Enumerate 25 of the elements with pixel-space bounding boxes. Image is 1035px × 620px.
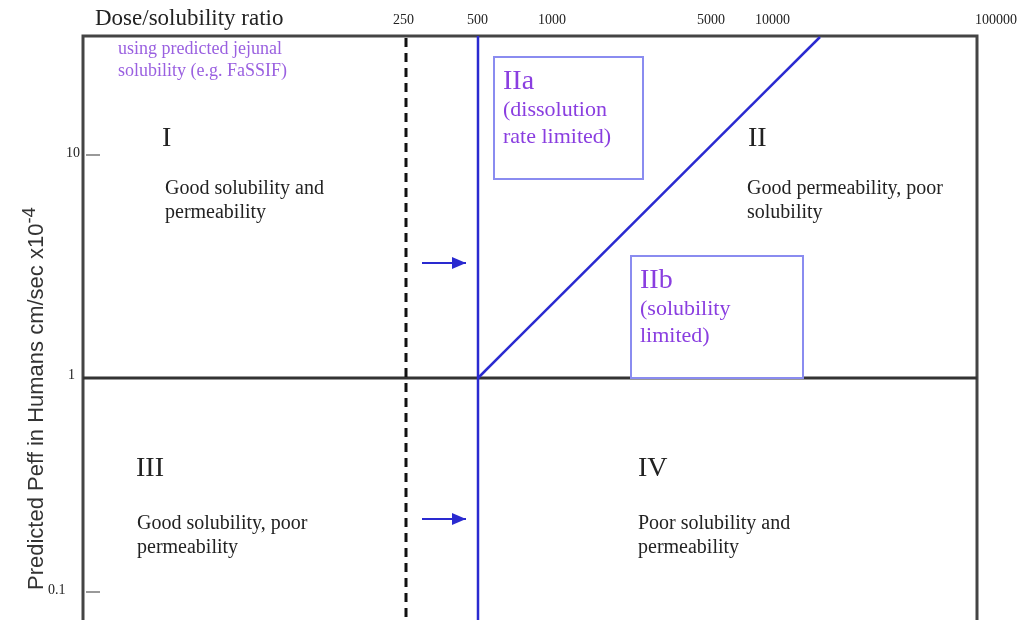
region-label-box — [493, 56, 644, 180]
axis-title: Dose/solubility ratio — [95, 4, 284, 32]
region-number: IIb — [640, 263, 674, 296]
tick-label: 10000 — [755, 12, 790, 29]
tick-label: 250 — [393, 12, 414, 29]
tick-label: 10 — [66, 145, 80, 162]
tick-label: 0.1 — [48, 582, 66, 599]
axis-note: using predicted jejunal solubility (e.g. FaSSIF) — [118, 38, 288, 82]
tick-label: 5000 — [697, 12, 725, 29]
region-description: Good permeability, poor solubility — [747, 175, 944, 223]
region-number: IV — [638, 450, 668, 484]
region-number: III — [136, 450, 164, 484]
tick-label: 1 — [68, 367, 75, 384]
region-label-box — [630, 255, 804, 379]
region-number: IIa — [503, 64, 536, 97]
region-description: (dissolution rate limited) — [503, 96, 613, 149]
region-number: II — [748, 120, 767, 154]
region-number: I — [162, 120, 172, 154]
tick-label: 1000 — [538, 12, 566, 29]
region-description: Good solubility, poor permeability — [137, 510, 309, 558]
tick-label: 100000 — [975, 12, 1017, 29]
tick-label: 500 — [467, 12, 488, 29]
region-description: (solubility limited) — [640, 295, 732, 348]
region-description: Poor solubility and permeability — [638, 510, 792, 558]
region-description: Good solubility and permeability — [165, 175, 325, 223]
